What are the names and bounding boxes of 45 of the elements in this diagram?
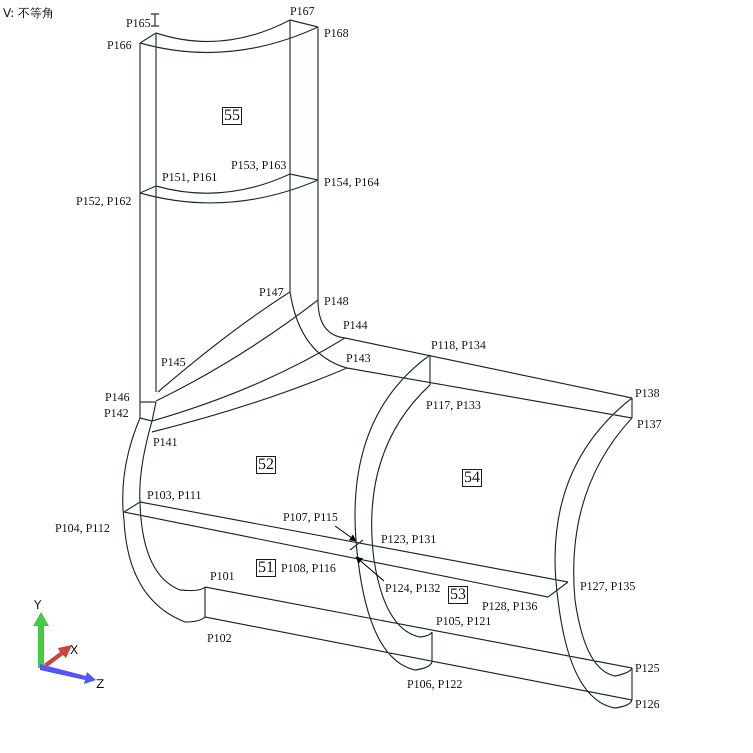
point-label: P141 [153, 435, 178, 449]
point-label: P128, P136 [482, 599, 538, 613]
point-label: P118, P134 [431, 338, 486, 352]
point-label: P168 [324, 26, 349, 40]
axis-label: Y [34, 598, 42, 612]
point-label: P102 [207, 631, 232, 645]
point-label: P145 [161, 355, 186, 369]
point-label: P151, P161 [162, 170, 218, 184]
point-label: P127, P135 [580, 579, 636, 593]
point-label: P117, P133 [426, 398, 481, 412]
region-number: 53 [448, 586, 468, 604]
point-label: P101 [210, 569, 235, 583]
point-label: P166 [107, 38, 132, 52]
point-label: P137 [637, 417, 662, 431]
point-label: P153, P163 [231, 158, 286, 172]
leader-arrow [355, 556, 384, 582]
point-label: P154, P164 [324, 175, 380, 189]
view-label: V: 不等角 [3, 6, 54, 20]
point-label: P107, P115 [283, 509, 338, 525]
point-label: P103, P111 [147, 488, 202, 502]
point-label: P106, P122 [407, 677, 462, 691]
region-number: 55 [222, 107, 242, 125]
point-label: P167 [290, 4, 315, 18]
point-label: P142 [104, 406, 129, 420]
point-label: P138 [635, 386, 660, 400]
point-label: P152, P162 [76, 194, 132, 208]
region-number: 52 [256, 456, 276, 474]
point-label: P146 [105, 390, 130, 404]
point-label: P147 [259, 285, 284, 299]
region-number: 54 [462, 469, 482, 487]
point-label: P126 [635, 697, 660, 711]
axis-label: Z [96, 677, 104, 691]
leader-arrow [334, 526, 357, 542]
point-label: P165 [126, 16, 151, 30]
point-label: P104, P112 [55, 521, 110, 535]
point-label: P144 [343, 318, 368, 332]
point-label: P123, P131 [381, 532, 436, 546]
point-label: P108, P116 [281, 561, 336, 575]
point-label: P143 [346, 351, 371, 365]
point-label: P124, P132 [385, 580, 440, 596]
point-label: P148 [324, 294, 349, 308]
region-number: 51 [256, 559, 276, 577]
point-label: P125 [635, 661, 660, 675]
point-label: P105, P121 [436, 614, 492, 628]
axis-label: X [70, 643, 78, 657]
